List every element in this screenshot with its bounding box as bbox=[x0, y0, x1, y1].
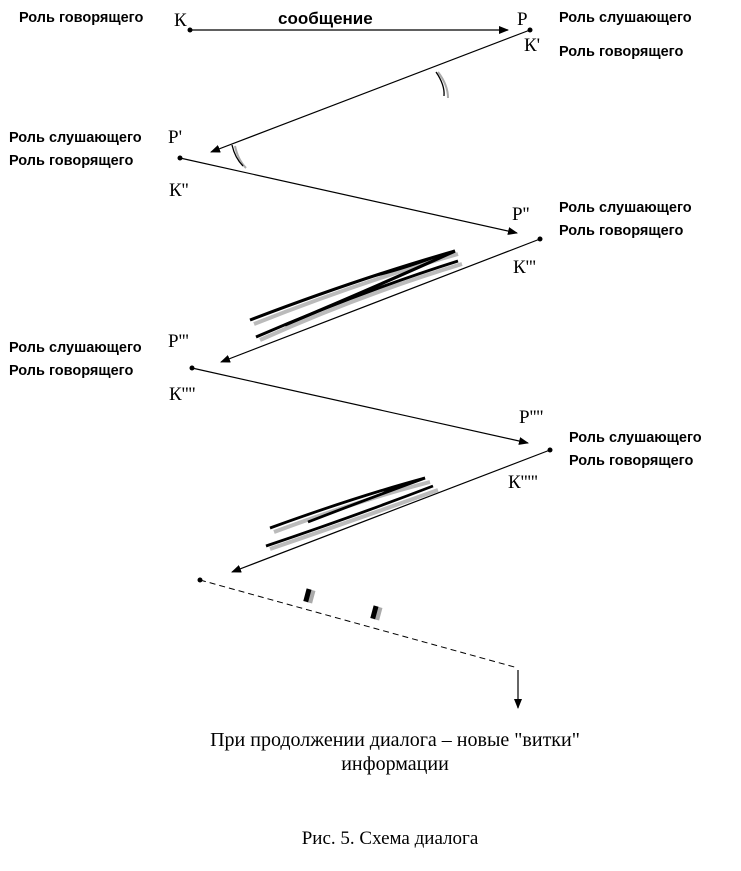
continuation-note-line2: информации bbox=[341, 753, 449, 775]
continuation-note: При продолжении диалога – новые "витки" … bbox=[200, 728, 590, 776]
role-label-listener-3: Роль слушающего bbox=[559, 200, 692, 216]
point-K3: К''' bbox=[513, 257, 536, 278]
spiral-swoosh-1 bbox=[249, 249, 463, 342]
spiral-swoosh-2 bbox=[265, 476, 439, 551]
point-K4: К'''' bbox=[169, 384, 195, 405]
message-label: сообщение bbox=[278, 9, 373, 28]
point-dot-K bbox=[187, 27, 193, 33]
fade-mark-1 bbox=[303, 588, 312, 603]
point-P4: Р'''' bbox=[519, 407, 543, 428]
arrow-K1-P1 bbox=[210, 29, 531, 153]
arc-mark-2-shadow bbox=[234, 145, 247, 169]
role-label-speaker-4: Роль говорящего bbox=[9, 363, 134, 379]
role-label-listener-2: Роль слушающего bbox=[9, 130, 142, 146]
role-label-speaker-0: Роль говорящего bbox=[19, 10, 144, 26]
point-dot-end bbox=[197, 577, 203, 583]
point-dot-P bbox=[527, 27, 533, 33]
figure-caption: Рис. 5. Схема диалога bbox=[301, 828, 479, 849]
arrow-K2-P2 bbox=[179, 157, 518, 235]
role-label-speaker-3: Роль говорящего bbox=[559, 223, 684, 239]
role-label-listener-1: Роль слушающего bbox=[559, 10, 692, 26]
point-dot-P1 bbox=[177, 155, 183, 161]
point-P3: Р''' bbox=[168, 331, 189, 352]
point-dot-P2 bbox=[537, 236, 543, 242]
role-label-speaker-5: Роль говорящего bbox=[569, 453, 694, 469]
point-dot-P3 bbox=[189, 365, 195, 371]
continuation-note-line1: При продолжении диалога – новые "витки" bbox=[210, 729, 580, 751]
point-K2: К'' bbox=[169, 180, 189, 201]
arc-mark-1 bbox=[435, 71, 445, 97]
arc-mark-2 bbox=[231, 144, 244, 167]
point-P2: Р'' bbox=[512, 204, 529, 225]
fade-mark-2 bbox=[370, 605, 379, 620]
role-label-listener-4: Роль слушающего bbox=[9, 340, 142, 356]
dashed-continuation-line bbox=[199, 579, 519, 669]
arrow-K5-next bbox=[231, 449, 551, 573]
point-K1: К' bbox=[524, 35, 540, 56]
point-K: К bbox=[174, 10, 187, 31]
point-dot-P4 bbox=[547, 447, 553, 453]
arrow-K4-P4 bbox=[191, 367, 529, 445]
role-label-speaker-2: Роль говорящего bbox=[9, 153, 134, 169]
role-label-listener-5: Роль слушающего bbox=[569, 430, 702, 446]
arc-mark-1-shadow bbox=[437, 71, 449, 99]
point-P: Р bbox=[517, 9, 528, 30]
point-K5: К''''' bbox=[508, 472, 538, 493]
arrow-K3-P3 bbox=[220, 238, 541, 363]
point-P1: Р' bbox=[168, 127, 182, 148]
role-label-speaker-1: Роль говорящего bbox=[559, 44, 684, 60]
